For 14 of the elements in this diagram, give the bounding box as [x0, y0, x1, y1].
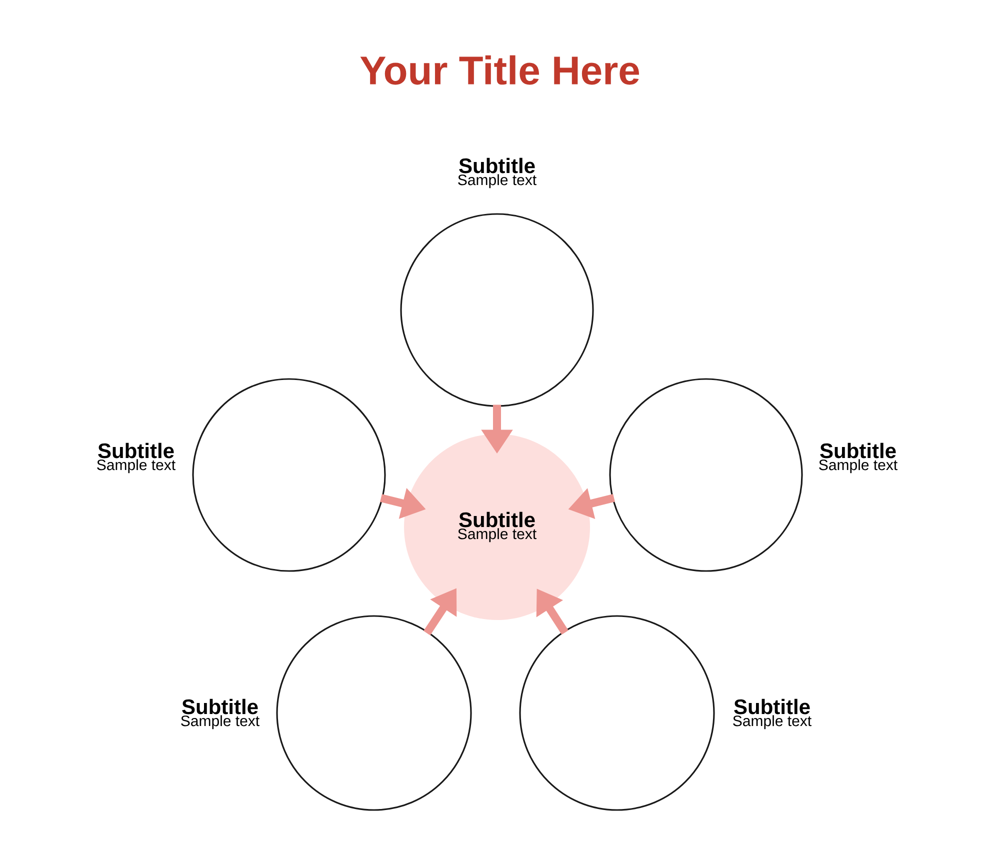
subtitle: Subtitle: [459, 512, 535, 528]
subtitle: Subtitle: [459, 158, 535, 174]
sample-text: Sample text: [733, 715, 812, 730]
subtitle: Subtitle: [820, 442, 896, 458]
sample-text: Sample text: [458, 174, 536, 188]
sample-text: Sample text: [97, 459, 176, 474]
subtitle: Subtitle: [98, 442, 174, 458]
sample-text: Sample text: [458, 528, 536, 542]
sample-text: Sample text: [819, 459, 898, 474]
center-circle: [404, 434, 590, 620]
sample-text: Sample text: [181, 715, 260, 730]
subtitle: Subtitle: [734, 698, 810, 714]
title: Your Title Here: [360, 55, 640, 85]
subtitle: Subtitle: [182, 698, 258, 714]
